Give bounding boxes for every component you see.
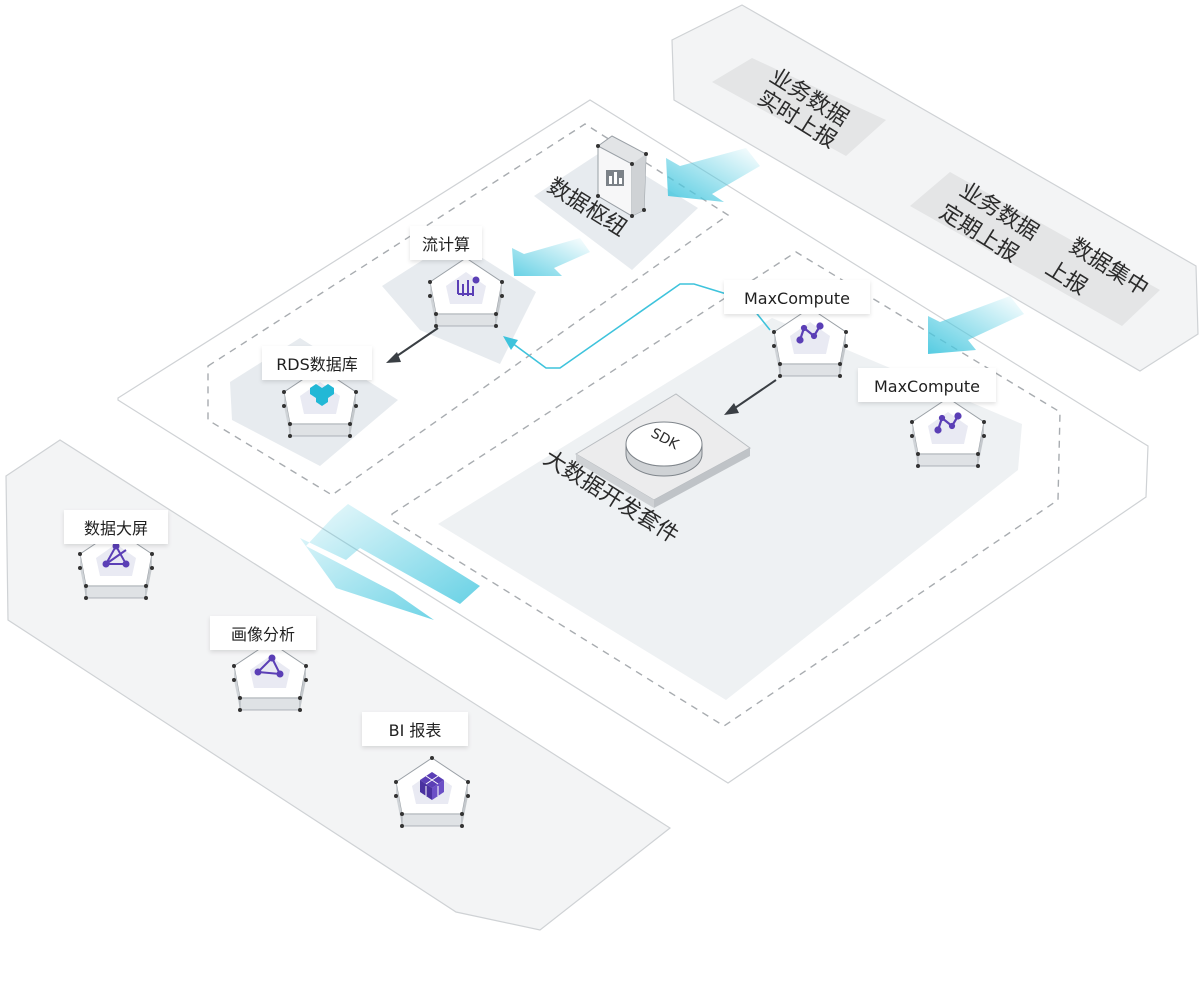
bi-node <box>393 755 471 829</box>
application-platform <box>5 439 672 931</box>
maxcompute-node-2 <box>909 395 987 469</box>
maxcompute2-label: MaxCompute <box>874 377 980 396</box>
rds-label: RDS数据库 <box>276 355 358 374</box>
maxcompute-label: MaxCompute <box>744 289 850 308</box>
maxcompute2-label-box <box>858 368 996 402</box>
datahub-server <box>596 135 648 218</box>
realtime-zone-outline <box>207 123 730 496</box>
server-bar-chart-icon <box>606 170 624 186</box>
realtime-tag <box>712 58 886 156</box>
stream-to-rds-arrowhead <box>386 352 401 363</box>
dashboard-node <box>77 527 155 601</box>
scheduled-flow-arrow <box>928 296 1024 354</box>
maxcompute-label-box <box>724 280 870 314</box>
dashboard-label: 数据大屏 <box>84 519 148 538</box>
sdk-platform <box>575 393 751 508</box>
stream-to-rds-arrow <box>393 327 439 359</box>
maxcompute-icon <box>796 322 824 344</box>
bi-label-box <box>362 712 468 746</box>
profile-label-box <box>210 616 316 650</box>
realtime-flow-arrow <box>666 148 760 202</box>
rds-node <box>281 365 359 439</box>
stream-label-box <box>410 226 482 260</box>
datahub-panel <box>534 150 698 270</box>
cube-grid-icon <box>420 772 444 800</box>
rds-hexagon-icon <box>310 384 334 406</box>
triangle-nodes-icon <box>102 542 130 568</box>
profile-label: 画像分析 <box>231 625 295 644</box>
stream-compute-icon <box>457 276 480 296</box>
graph-nodes-icon <box>254 654 284 678</box>
maxcompute-to-sdk-arrowhead <box>724 403 739 415</box>
datahub-to-stream-arrow <box>512 238 590 276</box>
maxcompute-node <box>771 305 849 379</box>
stream-compute-node <box>427 255 505 329</box>
scheduled-tag <box>910 172 1160 326</box>
offline-zone-outline <box>391 251 1061 727</box>
maxcompute-icon-2 <box>934 412 962 434</box>
maxcompute-to-stream-arrowhead <box>503 336 518 350</box>
suite-panel <box>438 318 1022 700</box>
dashboard-label-box <box>64 510 168 544</box>
sdk-disk <box>625 421 703 477</box>
bi-label: BI 报表 <box>389 721 442 740</box>
to-applications-arrow <box>300 504 480 620</box>
stream-label: 流计算 <box>422 235 470 254</box>
profile-node <box>231 639 309 713</box>
rds-label-box <box>262 346 372 380</box>
maxcompute-to-sdk-arrow <box>731 379 777 411</box>
